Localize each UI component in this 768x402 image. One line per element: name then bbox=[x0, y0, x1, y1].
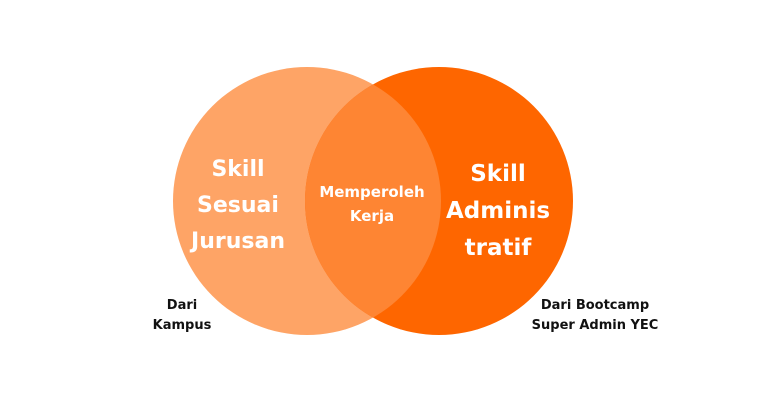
overlap-region bbox=[305, 67, 441, 335]
left-circle-label: Skill Sesuai Jurusan bbox=[191, 157, 285, 254]
right-caption: Dari Bootcamp Super Admin YEC bbox=[531, 298, 659, 333]
right-circle-label: Skill Adminis tratif bbox=[445, 161, 551, 261]
left-caption: Dari Kampus bbox=[152, 298, 212, 333]
overlap-label: Memperoleh Kerja bbox=[319, 183, 425, 225]
